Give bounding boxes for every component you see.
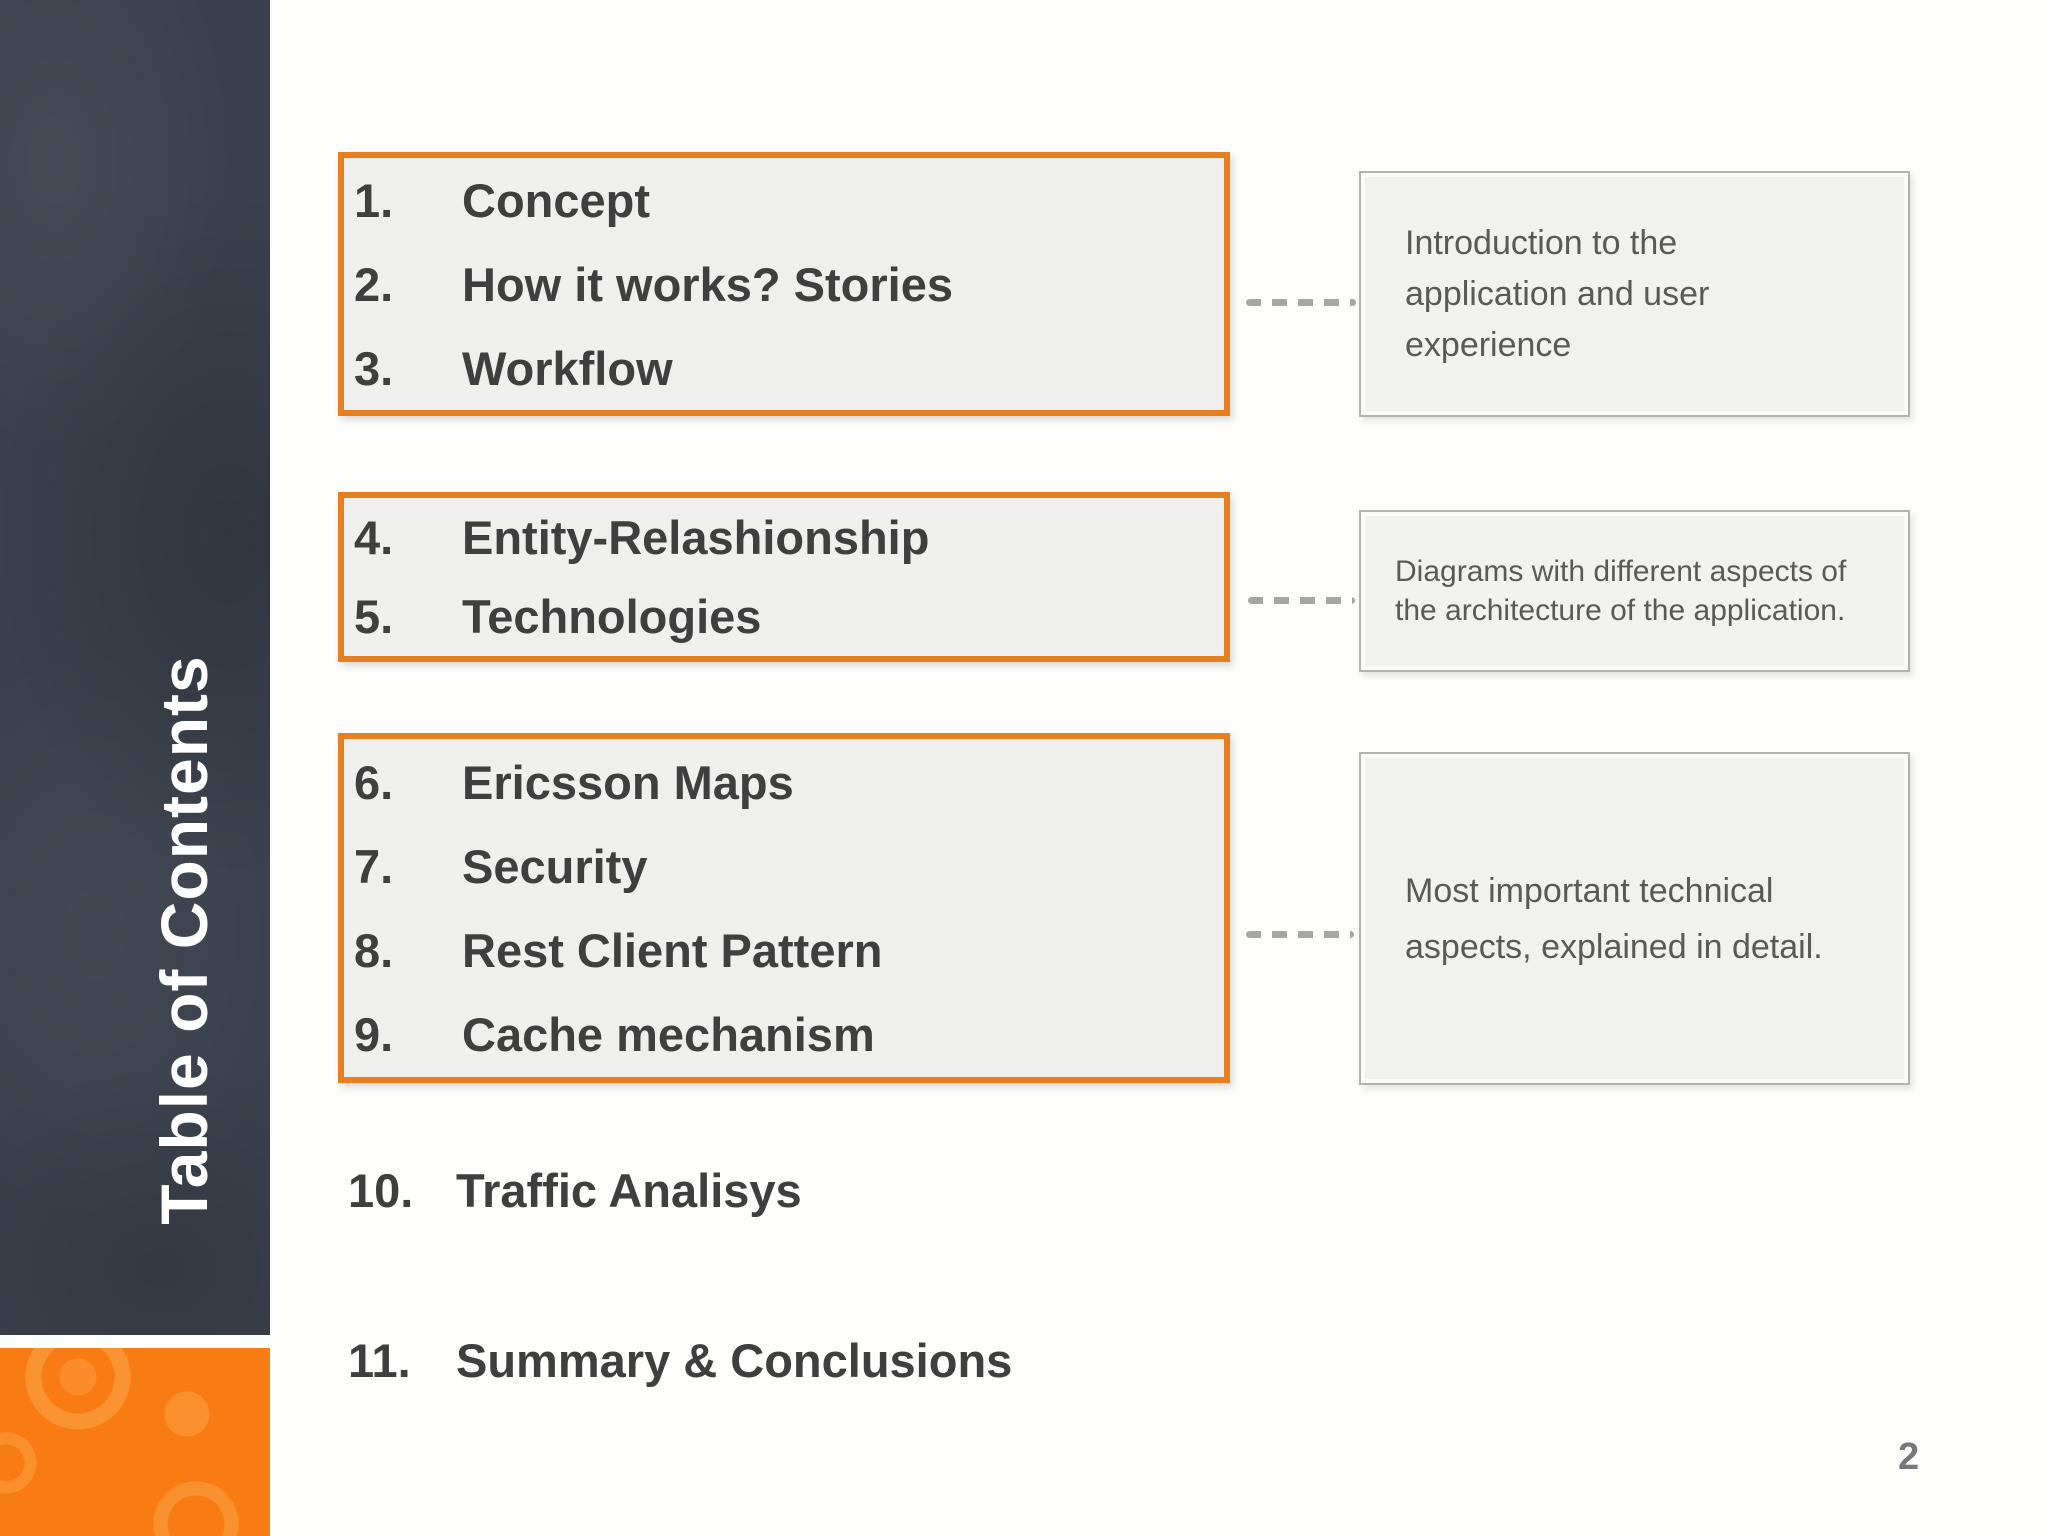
item-label: Ericsson Maps: [462, 755, 794, 809]
annotation-box-1: Introduction to the application and user…: [1359, 171, 1910, 417]
annotation-text: Most important technical aspects, explai…: [1405, 871, 1823, 966]
item-number: 5.: [354, 590, 394, 643]
annotation-box-3: Most important technical aspects, explai…: [1359, 752, 1910, 1085]
connector-dash-1: [1246, 299, 1356, 306]
item-label: Workflow: [462, 341, 673, 395]
annotation-text: Diagrams with different aspects of the a…: [1395, 555, 1847, 627]
toc-item: 6. Ericsson Maps: [344, 740, 1224, 824]
toc-item-traffic-analisys: 10. Traffic Analisys: [338, 1148, 1248, 1232]
item-number: 1.: [354, 173, 394, 227]
sidebar-orange-footer-block: [0, 1348, 270, 1536]
toc-item: 1. Concept: [344, 158, 1224, 242]
item-number: 10.: [348, 1163, 414, 1217]
toc-item: 3. Workflow: [344, 326, 1224, 410]
item-label: Cache mechanism: [462, 1007, 875, 1061]
item-label: Entity-Relashionship: [462, 511, 930, 564]
item-label: How it works? Stories: [462, 257, 953, 311]
item-number: 2.: [354, 257, 394, 311]
item-label: Concept: [462, 173, 650, 227]
page-number: 2: [1898, 1436, 1920, 1478]
connector-dash-2: [1248, 597, 1355, 604]
slide-title-vertical: Table of Contents: [147, 655, 221, 1225]
item-number: 11.: [348, 1333, 411, 1387]
toc-group-box-1: 1. Concept 2. How it works? Stories 3. W…: [338, 152, 1230, 416]
connector-dash-3: [1246, 931, 1354, 938]
toc-item: 9. Cache mechanism: [344, 992, 1224, 1076]
toc-item-summary-conclusions: 11. Summary & Conclusions: [338, 1318, 1248, 1402]
toc-item: 7. Security: [344, 824, 1224, 908]
item-label: Traffic Analisys: [456, 1163, 802, 1217]
toc-item: 4. Entity-Relashionship: [344, 498, 1224, 577]
toc-item: 5. Technologies: [344, 577, 1224, 656]
toc-group-box-3: 6. Ericsson Maps 7. Security 8. Rest Cli…: [338, 733, 1230, 1083]
annotation-box-2: Diagrams with different aspects of the a…: [1359, 510, 1910, 672]
item-number: 6.: [354, 755, 394, 809]
item-number: 8.: [354, 923, 394, 977]
annotation-text: Introduction to the application and user…: [1405, 223, 1710, 364]
item-label: Security: [462, 839, 648, 893]
sidebar-dark-panel: [0, 0, 270, 1335]
item-number: 9.: [354, 1007, 394, 1061]
toc-item: 2. How it works? Stories: [344, 242, 1224, 326]
item-label: Technologies: [462, 590, 762, 643]
item-number: 3.: [354, 341, 394, 395]
toc-item: 8. Rest Client Pattern: [344, 908, 1224, 992]
item-number: 7.: [354, 839, 394, 893]
item-number: 4.: [354, 511, 394, 564]
item-label: Rest Client Pattern: [462, 923, 883, 977]
toc-group-box-2: 4. Entity-Relashionship 5. Technologies: [338, 492, 1230, 662]
item-label: Summary & Conclusions: [456, 1333, 1013, 1387]
